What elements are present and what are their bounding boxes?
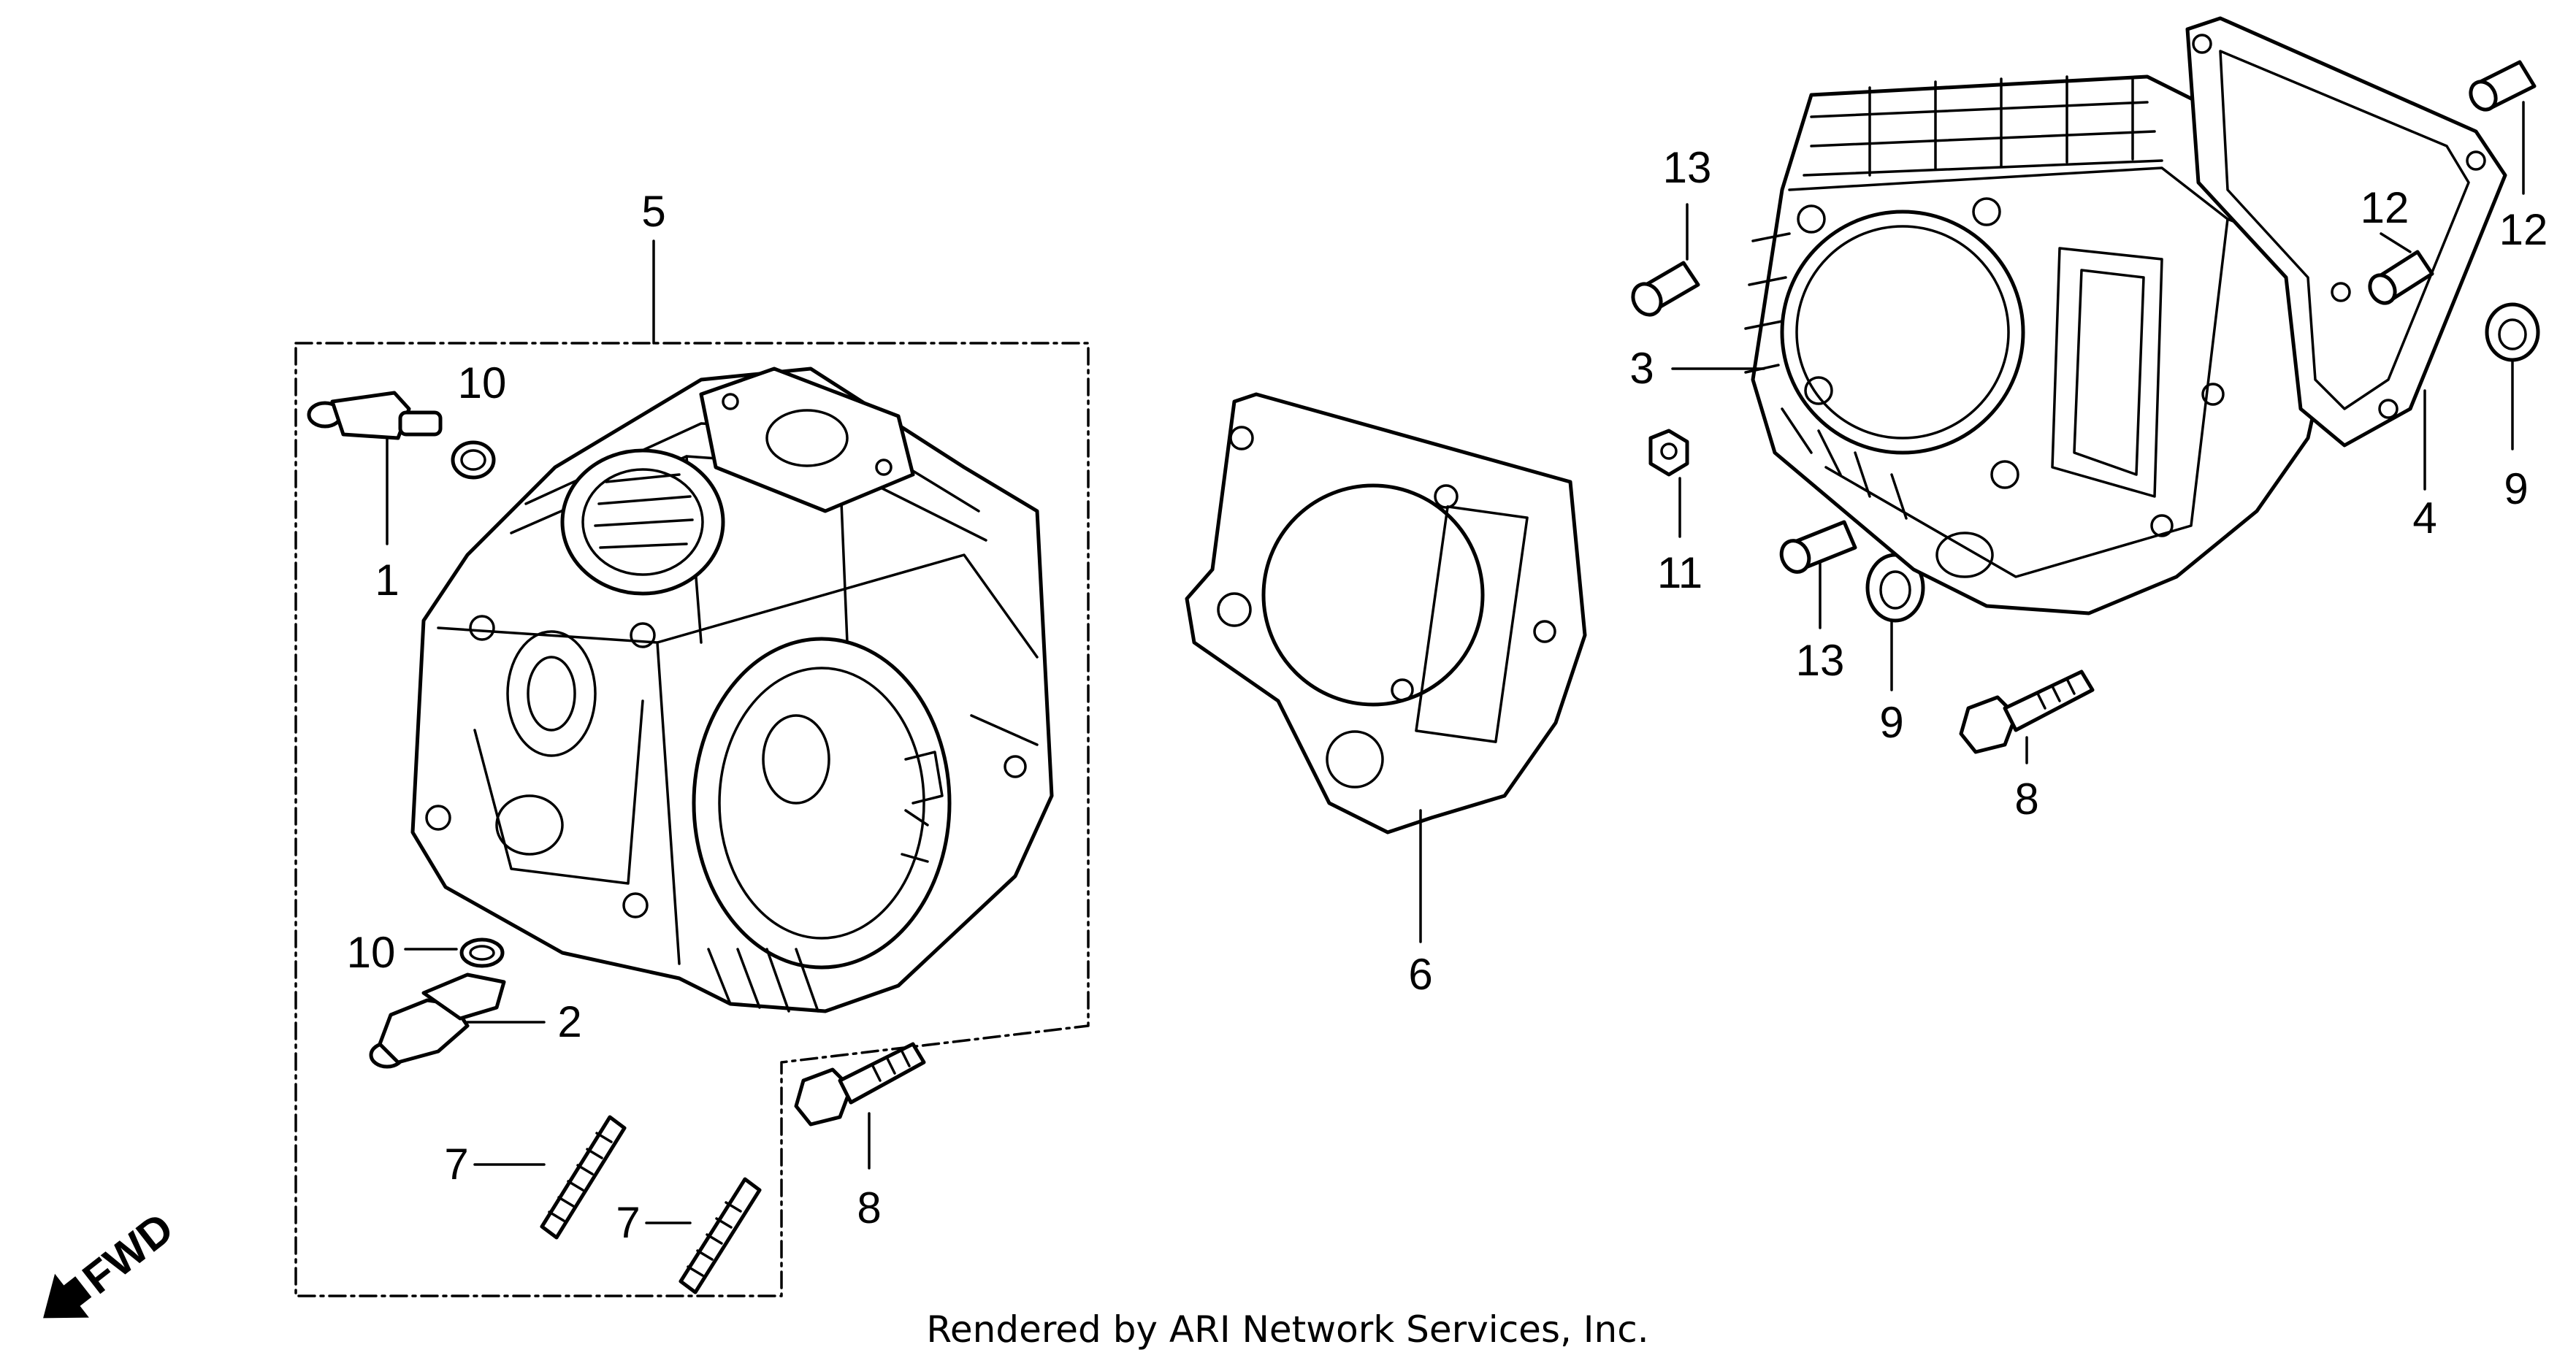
callout-4: 4 [2412,494,2437,542]
part-10-oring-bottom [404,937,505,968]
fwd-label: FWD [74,1203,183,1303]
part-12-dowel-inner [2368,232,2434,305]
part-4-base-gasket [2185,16,2507,491]
callout-7b: 7 [616,1198,640,1247]
part-3-cylinder [1671,74,2339,615]
callout-12a: 12 [2361,183,2409,232]
callout-8a: 8 [857,1184,881,1232]
part-8-bolt-right [1959,670,2095,764]
part-13-dowel-top [1631,203,1700,317]
part-1-bolt [307,391,443,545]
part-9-seal-left [1865,553,1925,691]
callout-8b: 8 [2014,775,2038,824]
callout-10a: 10 [458,358,507,407]
callout-3: 3 [1629,344,1654,393]
callout-9a: 9 [1879,698,1903,747]
callout-13a: 13 [1663,143,1712,192]
fwd-arrow-icon: FWD [43,1203,183,1319]
callout-13b: 13 [1796,636,1845,685]
callout-1: 1 [375,556,399,605]
part-12-dowel-outer [2469,60,2537,195]
callout-labels: 1 2 3 4 5 6 7 7 8 8 9 9 10 10 11 12 12 1… [347,143,2548,1247]
part-6-gasket [1185,392,1587,943]
callout-6: 6 [1408,950,1432,999]
part-2-bolt [369,973,546,1069]
part-7-stud-a [473,1115,627,1240]
part-7-stud-b [645,1177,762,1294]
part-11-nut [1648,429,1689,538]
part-5-cylinder-head [410,367,1054,1013]
part-9-seal-right [2485,302,2540,450]
callout-10b: 10 [347,928,396,977]
callout-2: 2 [557,997,581,1046]
callout-7a: 7 [444,1140,468,1189]
callout-9b: 9 [2504,464,2528,513]
part-8-bolt-left [794,1042,926,1170]
part-13-dowel-bottom [1779,520,1857,629]
callout-5: 5 [641,187,665,236]
callout-12b: 12 [2499,205,2548,254]
callout-11: 11 [1657,548,1702,597]
part-10-oring-top [451,440,496,480]
head-assembly-bracket [294,239,1090,1297]
footer-credit: Rendered by ARI Network Services, Inc. [926,1308,1648,1351]
